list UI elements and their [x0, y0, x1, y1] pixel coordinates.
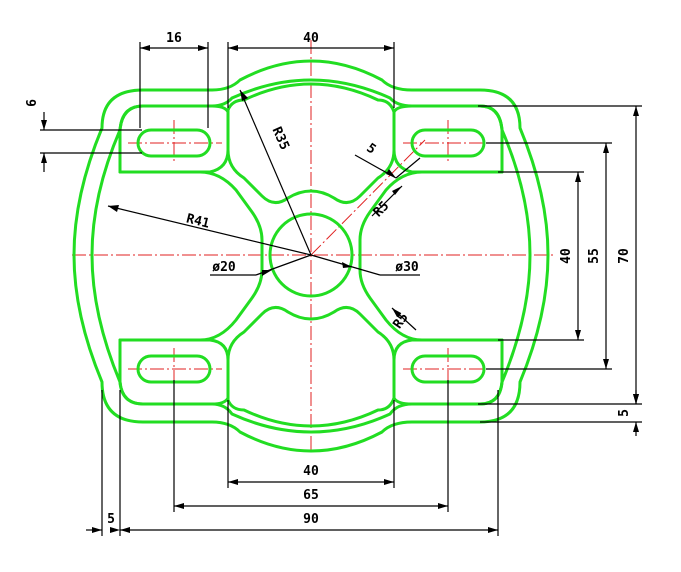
dim-label-outer-radius: R35	[269, 125, 292, 153]
dim-label-height-70: 70	[617, 248, 632, 264]
dim-top-width: 40	[227, 31, 395, 108]
dim-slot-height: 6	[25, 99, 142, 172]
dim-bore-small: ø20	[210, 254, 312, 276]
dim-label-offset-right: 5	[617, 409, 632, 417]
lower-pocket	[226, 306, 396, 428]
dim-label-notch-radius-lower: R5	[390, 310, 411, 331]
centerlines	[72, 40, 555, 450]
right-region	[358, 170, 504, 342]
dim-label-bore-large: ø30	[395, 260, 419, 275]
left-region	[118, 170, 264, 342]
dim-label-notch-size: 5	[363, 141, 378, 158]
dim-slot-width: 16	[139, 31, 209, 128]
dim-big-radius: R41	[107, 205, 312, 256]
dim-label-bottom-65: 65	[303, 488, 319, 503]
dimensions: 16 40 6 R35	[25, 31, 642, 536]
slot-top-left	[136, 128, 212, 158]
dim-offset-right: 5	[480, 390, 642, 436]
corner-bl	[118, 338, 230, 406]
central-bore	[268, 212, 354, 298]
corner-tr	[392, 104, 504, 174]
dim-height-55: 55	[486, 142, 612, 370]
slot-top-right	[410, 128, 486, 158]
dim-bottom-65: 65	[173, 380, 449, 512]
dim-label-slot-height: 6	[25, 99, 40, 107]
dim-label-big-radius: R41	[185, 211, 212, 231]
dim-bottom-90: 90	[119, 390, 499, 536]
dim-label-offset-left: 5	[107, 512, 115, 527]
dim-offset-left: 5	[86, 390, 120, 536]
dim-label-top-width: 40	[303, 31, 319, 46]
dim-label-height-40: 40	[559, 248, 574, 264]
dim-label-bottom-40: 40	[303, 464, 319, 479]
dim-label-notch-radius-upper: R5	[371, 199, 393, 221]
dim-bore-large: ø30	[310, 254, 420, 276]
dim-label-bore-small: ø20	[212, 260, 236, 275]
dim-notch-radius-lower: R5	[390, 307, 417, 332]
diagonal-centerline	[310, 139, 426, 256]
dim-label-height-55: 55	[587, 248, 602, 264]
corner-tl	[118, 104, 230, 174]
dim-height-40: 40	[498, 171, 584, 341]
upper-pocket	[226, 82, 396, 204]
dim-label-slot-width: 16	[166, 31, 182, 46]
part-outline	[72, 59, 550, 453]
corner-br	[392, 338, 504, 406]
dim-outer-radius: R35	[239, 89, 312, 256]
dim-label-bottom-90: 90	[303, 512, 319, 527]
dim-bottom-40: 40	[227, 400, 395, 488]
